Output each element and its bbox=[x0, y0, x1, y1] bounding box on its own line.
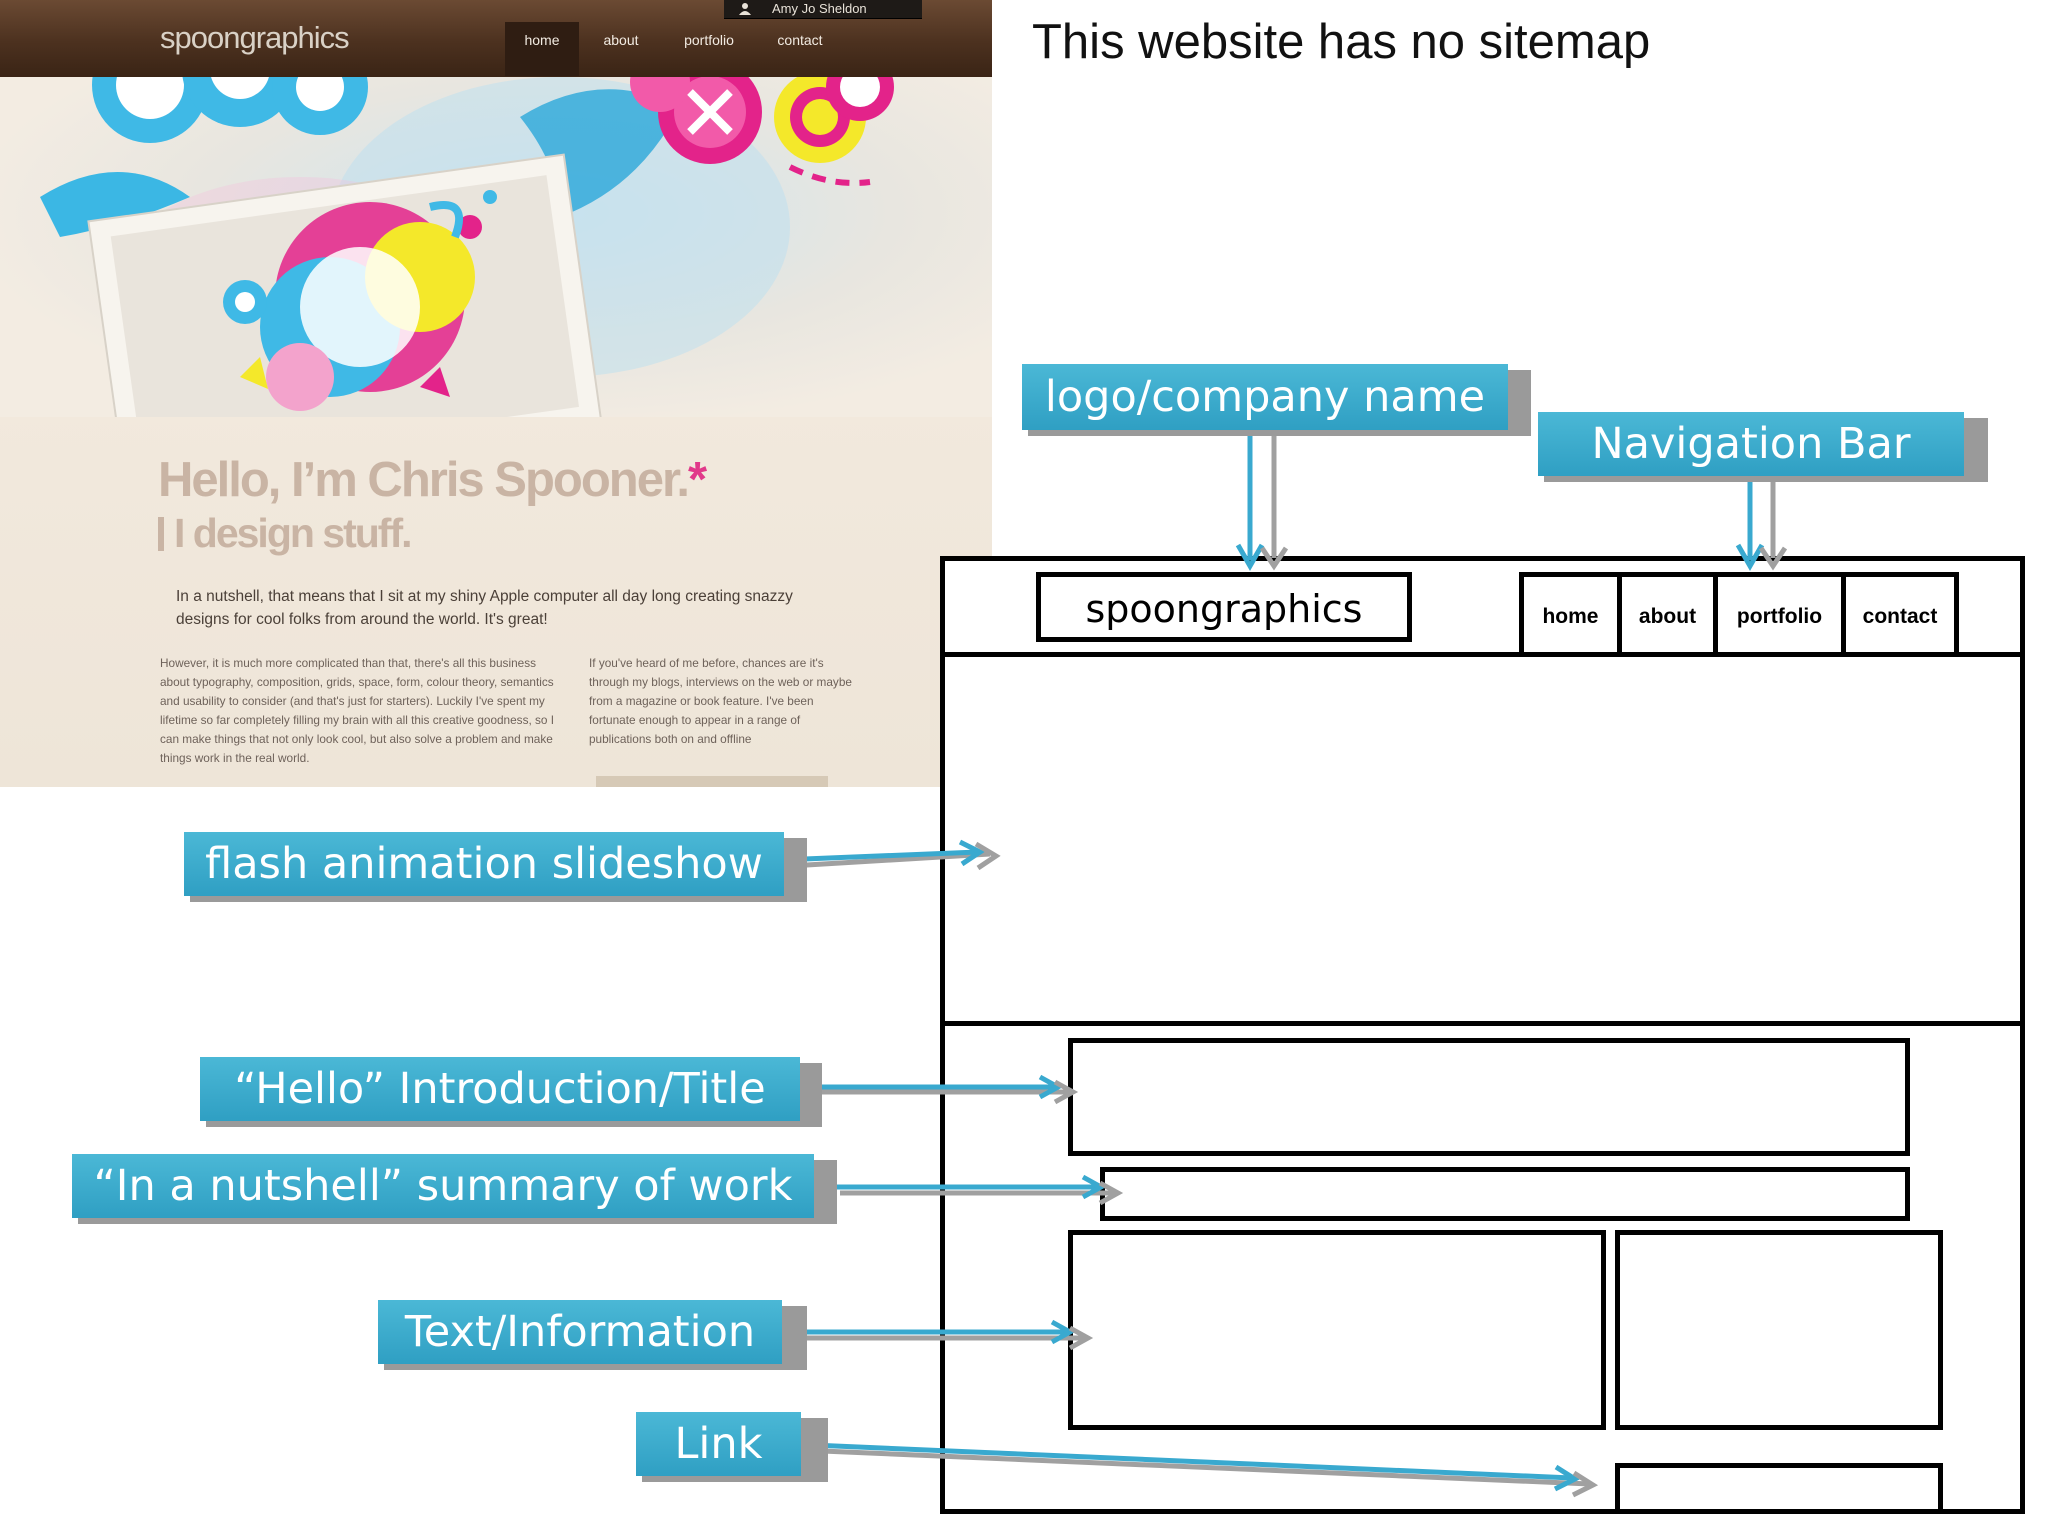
callout-flash-label: flash animation slideshow bbox=[184, 832, 784, 896]
callout-hello-label: “Hello” Introduction/Title bbox=[200, 1057, 800, 1121]
callout-logo-label: logo/company name bbox=[1022, 364, 1508, 430]
callout-nav-label: Navigation Bar bbox=[1538, 412, 1964, 476]
callout-nutshell-label: “In a nutshell” summary of work bbox=[72, 1154, 814, 1218]
callout-text-label: Text/Information bbox=[378, 1300, 782, 1364]
callout-link-label: Link bbox=[636, 1412, 801, 1476]
